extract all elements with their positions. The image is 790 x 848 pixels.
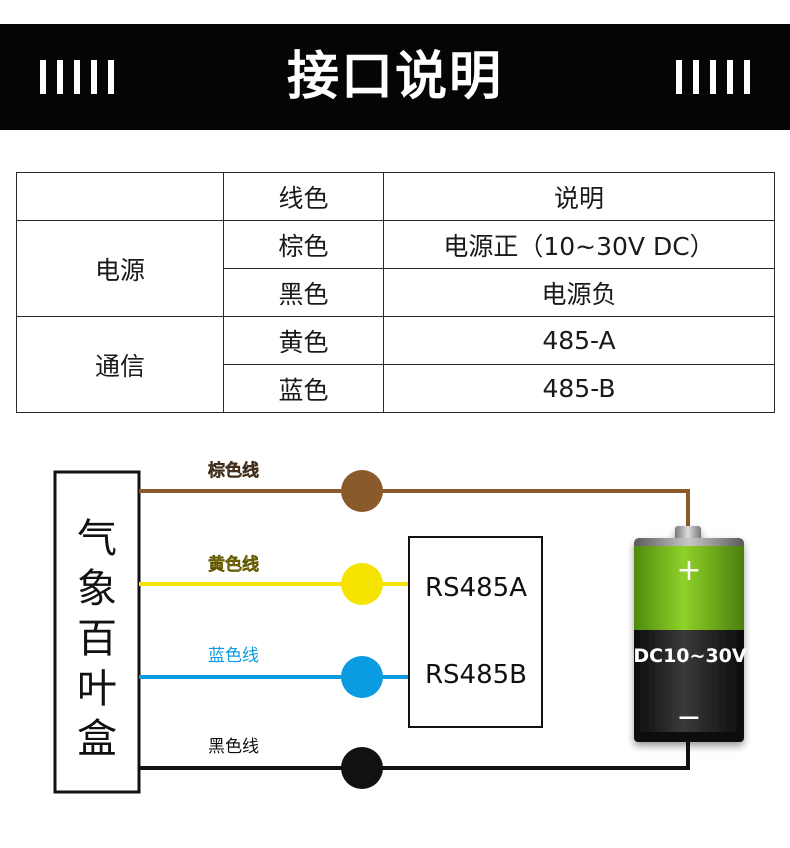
yellow-wire-label: 黄色线 — [208, 554, 259, 575]
device-label-char: 气 — [77, 516, 117, 562]
table-row: 通信 黄色 485-A — [16, 316, 775, 413]
wire-color-cell: 棕色 — [223, 220, 384, 269]
table-row: 蓝色 485-B — [17, 364, 775, 413]
battery — [634, 526, 744, 742]
blue-terminal — [341, 656, 383, 698]
yellow-terminal — [341, 563, 383, 605]
table-header-cell: 线色 — [223, 172, 384, 221]
table-row: 电源 棕色 电源正（10~30V DC） — [16, 220, 775, 317]
page-title: 接口说明 — [286, 47, 503, 107]
black-terminal — [341, 747, 383, 789]
battery-minus-icon: − — [676, 700, 701, 735]
wire-color-cell: 蓝色 — [223, 364, 384, 413]
black-wire — [139, 742, 690, 770]
device-label-char: 叶 — [77, 666, 117, 712]
device-label-char: 盒 — [77, 716, 117, 762]
black-wire-label: 黑色线 — [208, 737, 259, 757]
table-row: 黑色 电源负 — [17, 268, 775, 317]
description-cell: 485-A — [383, 316, 775, 365]
blue-wire-label: 蓝色线 — [208, 646, 259, 666]
rs485-module — [408, 536, 543, 728]
brown-wire-label: 棕色线 — [208, 460, 259, 481]
rs485b-label: RS485B — [425, 660, 527, 690]
group-cell-comm: 通信 — [16, 316, 224, 413]
device-box — [53, 470, 141, 794]
battery-plus-icon: + — [676, 553, 701, 588]
rs485a-label: RS485A — [425, 573, 527, 603]
brown-wire — [139, 489, 690, 530]
device-label-char: 象 — [77, 566, 117, 612]
wiring-diagram: 气 象 百 叶 盒 棕色线 黄色线 蓝色线 黑色线 RS485A RS485B — [0, 430, 790, 848]
header-banner: 接口说明 — [0, 24, 790, 130]
description-cell: 电源负 — [383, 268, 775, 317]
table-header-cell: 说明 — [383, 172, 775, 221]
battery-voltage-label: DC10~30V — [633, 645, 747, 667]
description-cell: 电源正（10~30V DC） — [383, 220, 775, 269]
wire-color-cell: 黄色 — [223, 316, 384, 365]
brown-terminal — [341, 470, 383, 512]
wire-color-cell: 黑色 — [223, 268, 384, 317]
table-header-row: 线色 说明 — [16, 172, 775, 221]
table-header-cell — [16, 172, 224, 221]
description-cell: 485-B — [383, 364, 775, 413]
device-label-char: 百 — [77, 616, 117, 662]
group-cell-power: 电源 — [16, 220, 224, 317]
wiring-spec-table: 线色 说明 电源 棕色 电源正（10~30V DC） 黑色 电源负 通信 黄色 … — [16, 172, 775, 413]
